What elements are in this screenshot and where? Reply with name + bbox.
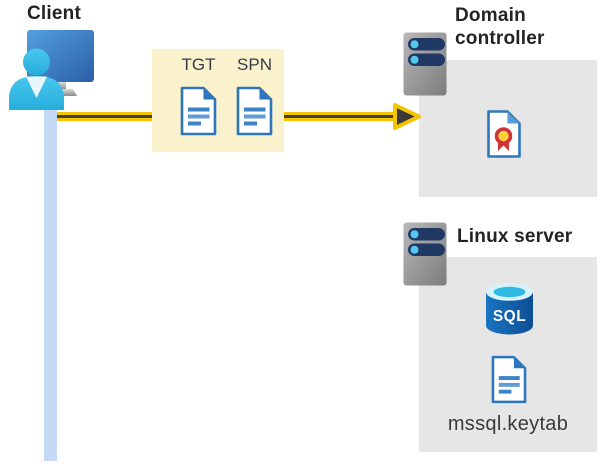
domain-controller-server-icon (403, 32, 447, 96)
client-connection-line (44, 92, 57, 461)
tgt-label: TGT (181, 55, 216, 74)
domain-controller-label-line1: Domain (455, 5, 526, 26)
keytab-document-icon (491, 355, 527, 404)
keytab-filename-label: mssql.keytab (447, 413, 569, 435)
client-computer-user-icon (9, 30, 94, 110)
person-head (23, 48, 50, 76)
certificate-icon (487, 110, 521, 158)
sql-text: SQL (493, 308, 526, 325)
spn-label: SPN (237, 55, 272, 74)
client-label: Client (27, 3, 81, 24)
domain-controller-label-line2: controller (455, 28, 545, 49)
spn-document-icon (236, 86, 273, 136)
linux-server-label: Linux server (457, 226, 573, 247)
sql-database-icon: SQL (486, 283, 533, 335)
domain-controller-label: Domain controller (455, 4, 545, 50)
tgt-document-icon (180, 86, 217, 136)
arrow-head-icon (393, 103, 421, 130)
linux-server-icon (403, 222, 447, 286)
person-collar (26, 76, 47, 98)
